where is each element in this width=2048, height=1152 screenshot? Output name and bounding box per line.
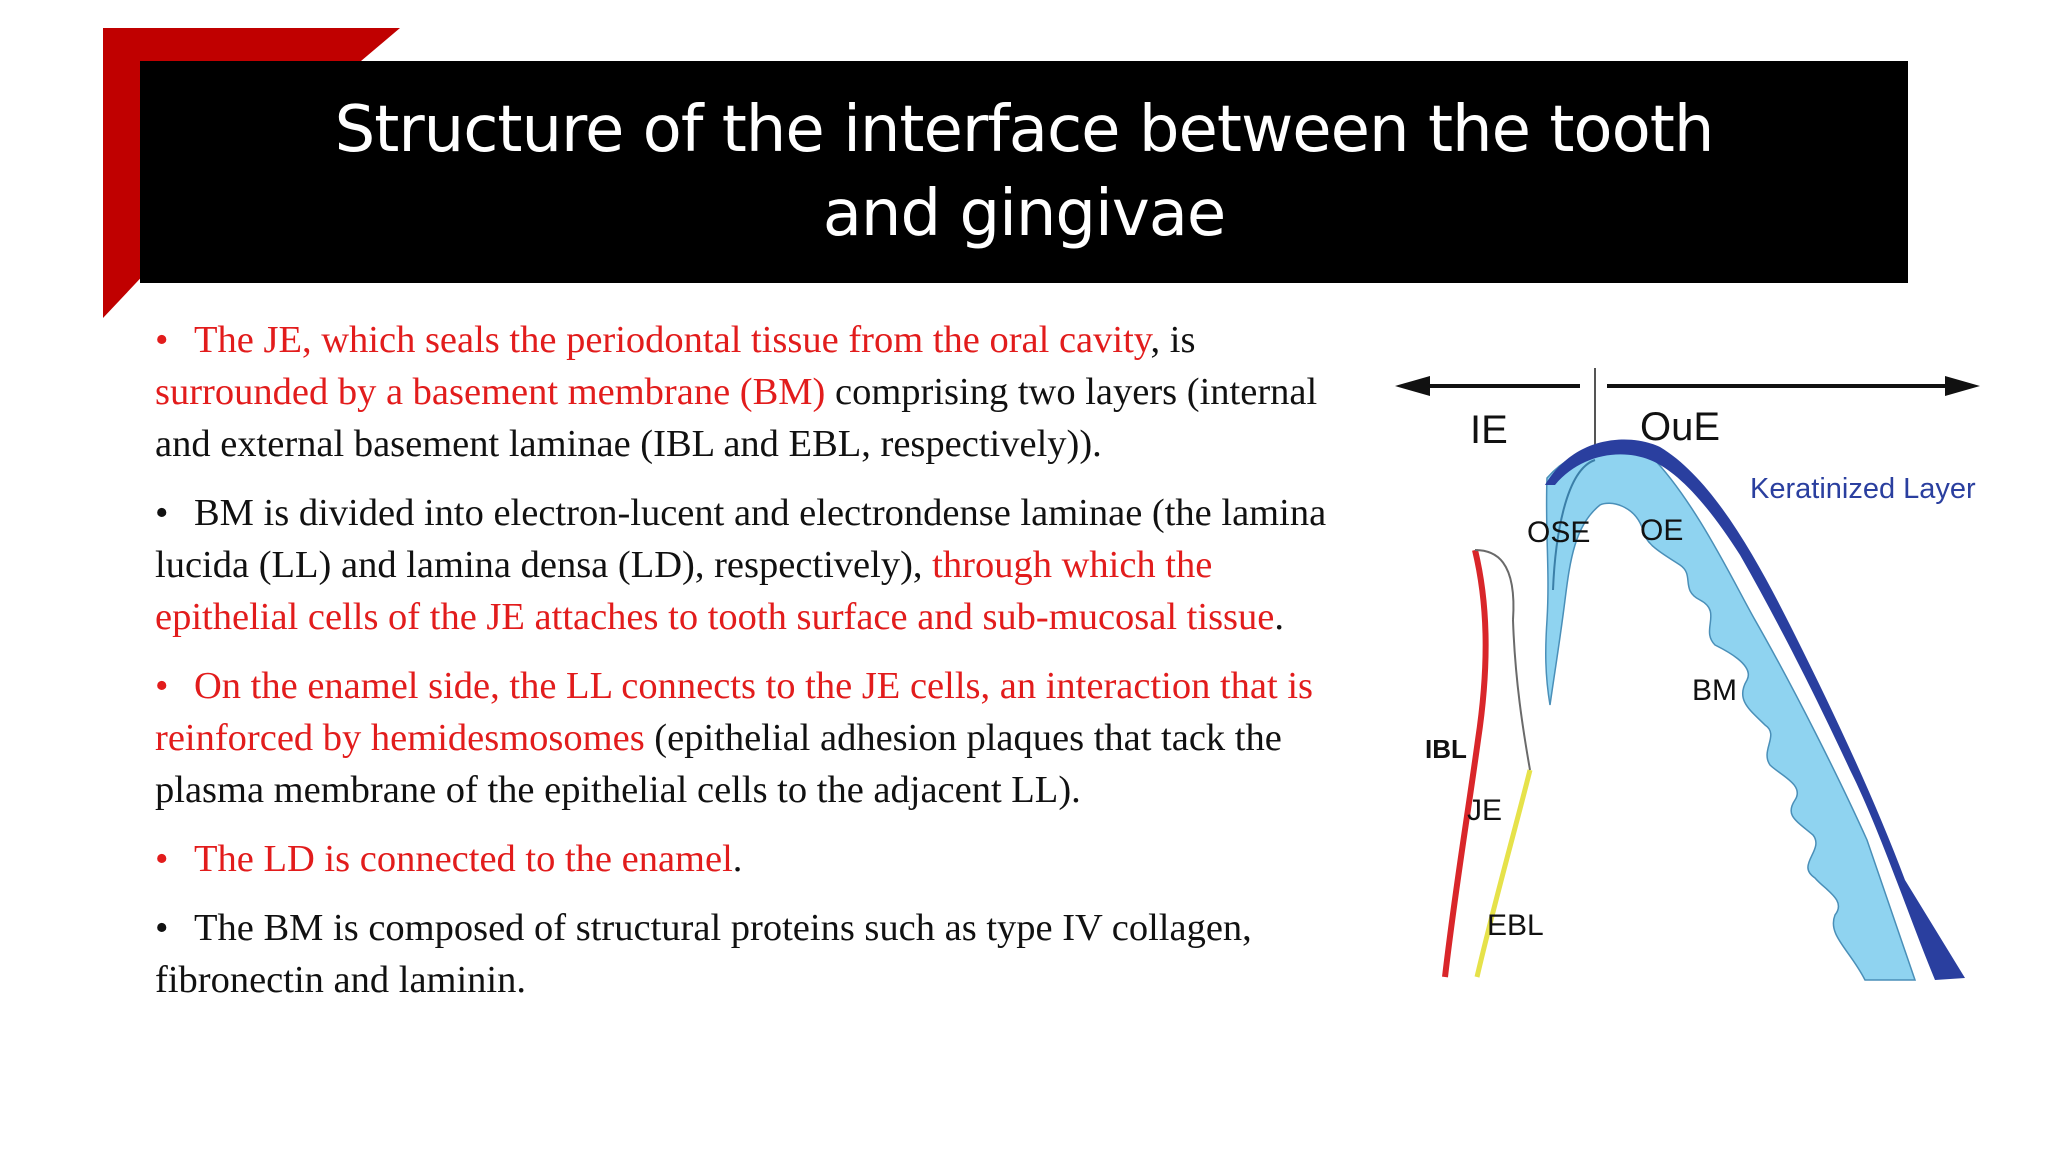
- body-text: comprising two layers (internal and exte…: [155, 371, 1318, 465]
- ibl-thin: [1474, 549, 1515, 621]
- bullet-item: •BM is divided into electron-lucent and …: [155, 487, 1335, 643]
- body-text: (epithelial adhesion plaques that tack t…: [155, 717, 1282, 811]
- ibl-lamina: [1442, 549, 1489, 978]
- emphasis-text: On the enamel side, the LL connects to t…: [155, 665, 1314, 759]
- body-text: .: [732, 838, 743, 880]
- je-edge: [1512, 619, 1531, 771]
- slide-title: Structure of the interface between the t…: [334, 93, 1715, 251]
- label-oe: OE: [1640, 514, 1683, 547]
- title-bar: Structure of the interface between the t…: [140, 61, 1908, 283]
- label-bm: BM: [1692, 674, 1737, 707]
- bullet-marker: •: [155, 319, 169, 361]
- label-oue: OuE: [1640, 405, 1720, 449]
- emphasis-text: The JE, which seals the periodontal tiss…: [194, 319, 1151, 361]
- label-ose: OSE: [1527, 516, 1590, 549]
- emphasis-text: through which the epithelial cells of th…: [155, 544, 1275, 638]
- oue-arrowhead: [1945, 376, 1980, 396]
- emphasis-text: surrounded by a basement membrane (BM): [155, 371, 826, 413]
- label-ibl: IBL: [1425, 734, 1467, 764]
- emphasis-text: The LD is connected to the enamel: [194, 838, 733, 880]
- bullet-marker: •: [155, 492, 169, 534]
- bullet-item: •On the enamel side, the LL connects to …: [155, 660, 1335, 816]
- tooth-gingiva-diagram: IE OuE Keratinized Layer OSE OE BM IBL J…: [1395, 368, 1980, 981]
- bullet-item: • The LD is connected to the enamel.: [155, 833, 1335, 885]
- body-text: The BM is composed of structural protein…: [155, 907, 1252, 1001]
- ie-arrowhead: [1395, 376, 1430, 396]
- body-text: , is: [1150, 319, 1196, 361]
- label-ie: IE: [1470, 408, 1508, 452]
- epithelium-shape: [1545, 445, 1917, 981]
- bullet-list: • The JE, which seals the periodontal tis…: [155, 314, 1335, 1023]
- bullet-item: • The JE, which seals the periodontal tis…: [155, 314, 1335, 470]
- label-je: JE: [1467, 794, 1502, 827]
- label-ebl: EBL: [1487, 909, 1544, 942]
- ebl-lamina: [1474, 769, 1533, 978]
- bullet-marker: •: [155, 838, 169, 880]
- body-text: BM is divided into electron-lucent and e…: [155, 492, 1327, 586]
- ose-boundary: [1552, 459, 1596, 591]
- body-text: .: [1274, 596, 1285, 638]
- bullet-marker: •: [155, 907, 169, 949]
- keratinized-layer: [1545, 439, 1965, 981]
- label-keratinized: Keratinized Layer: [1750, 473, 1976, 505]
- bullet-marker: •: [155, 665, 169, 707]
- bullet-item: •The BM is composed of structural protei…: [155, 902, 1335, 1006]
